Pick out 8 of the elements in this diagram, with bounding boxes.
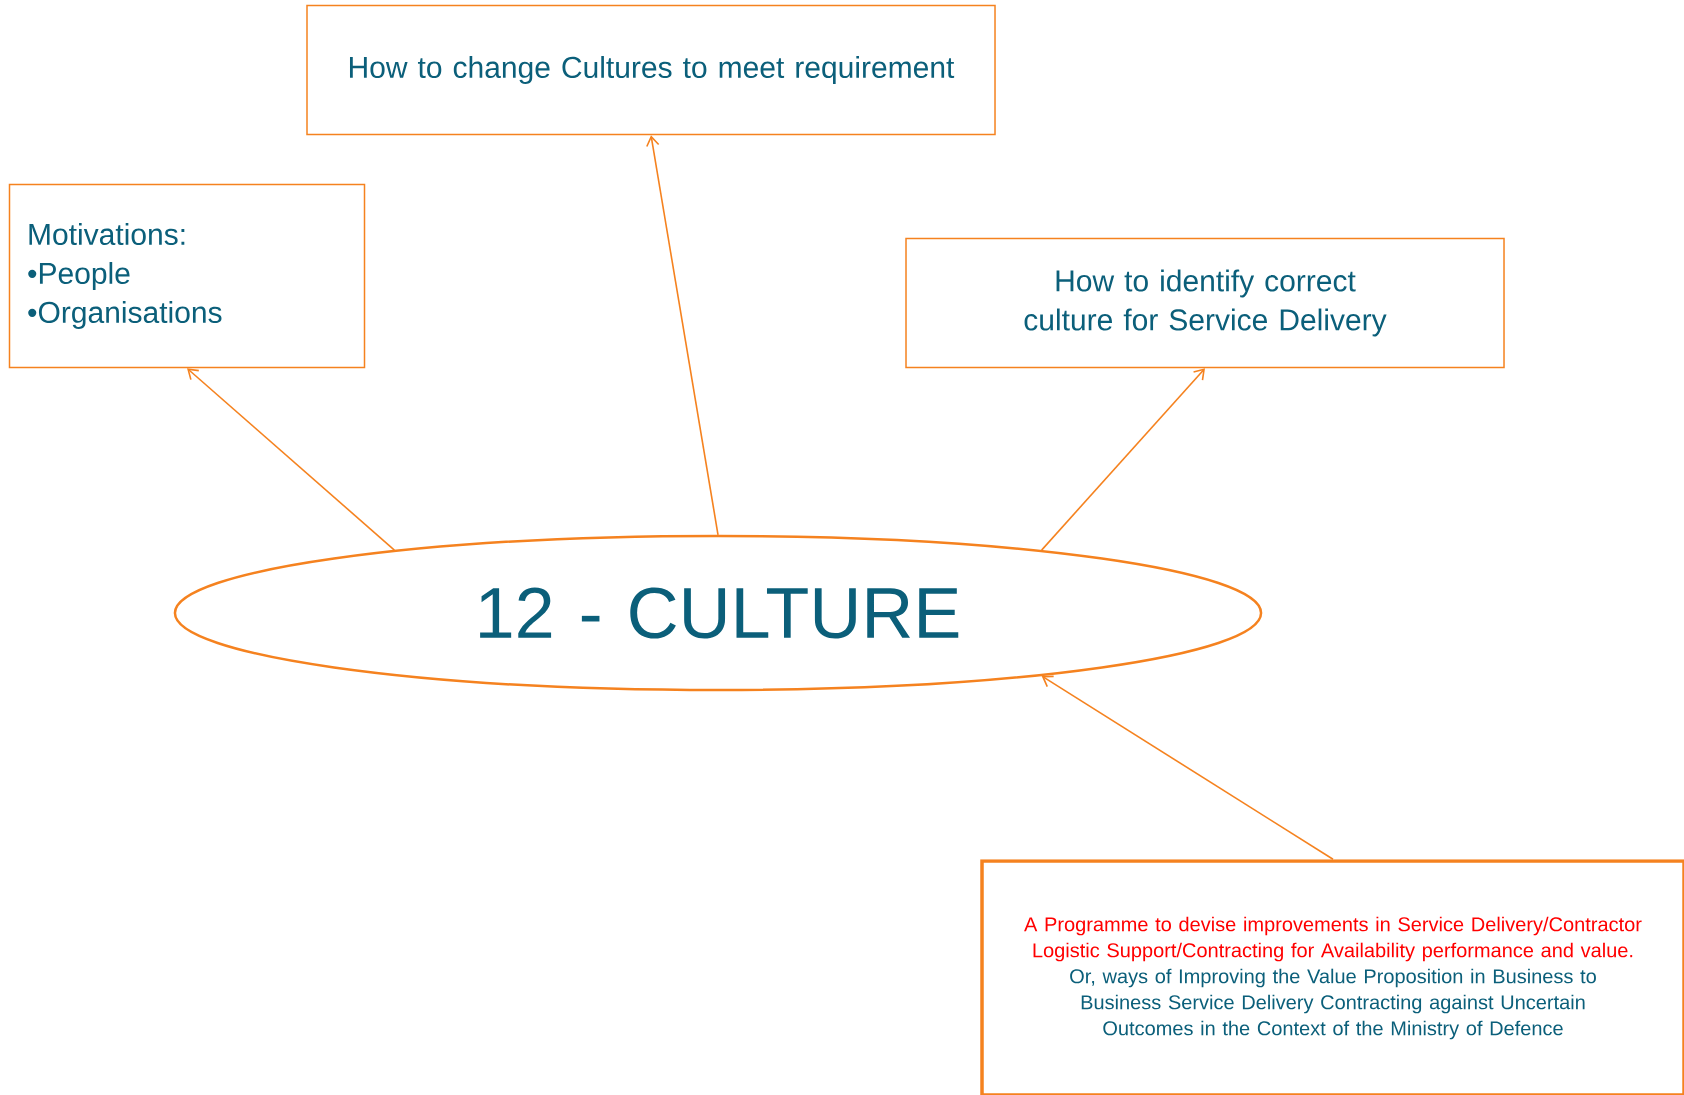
- arrow: [1041, 675, 1334, 861]
- arrow: [187, 368, 396, 551]
- arrow: [1040, 368, 1205, 551]
- topic-box: How to identify correct culture for Service Delivery: [905, 237, 1505, 369]
- arrow: [646, 135, 719, 536]
- topic-box: How to change Cultures to meet requirement: [306, 4, 996, 136]
- topic-box: Motivations: •People •Organisations: [8, 183, 366, 369]
- programme-box: A Programme to devise improvements in Service Delivery/Contractor Logistic Support/Contracting for Availability performance and value. Or, ways of Improving the Value Proposition in Business to Business Service Delivery Contracting against Uncertain Outcomes in the Context of the Ministry of Defence: [980, 859, 1684, 1095]
